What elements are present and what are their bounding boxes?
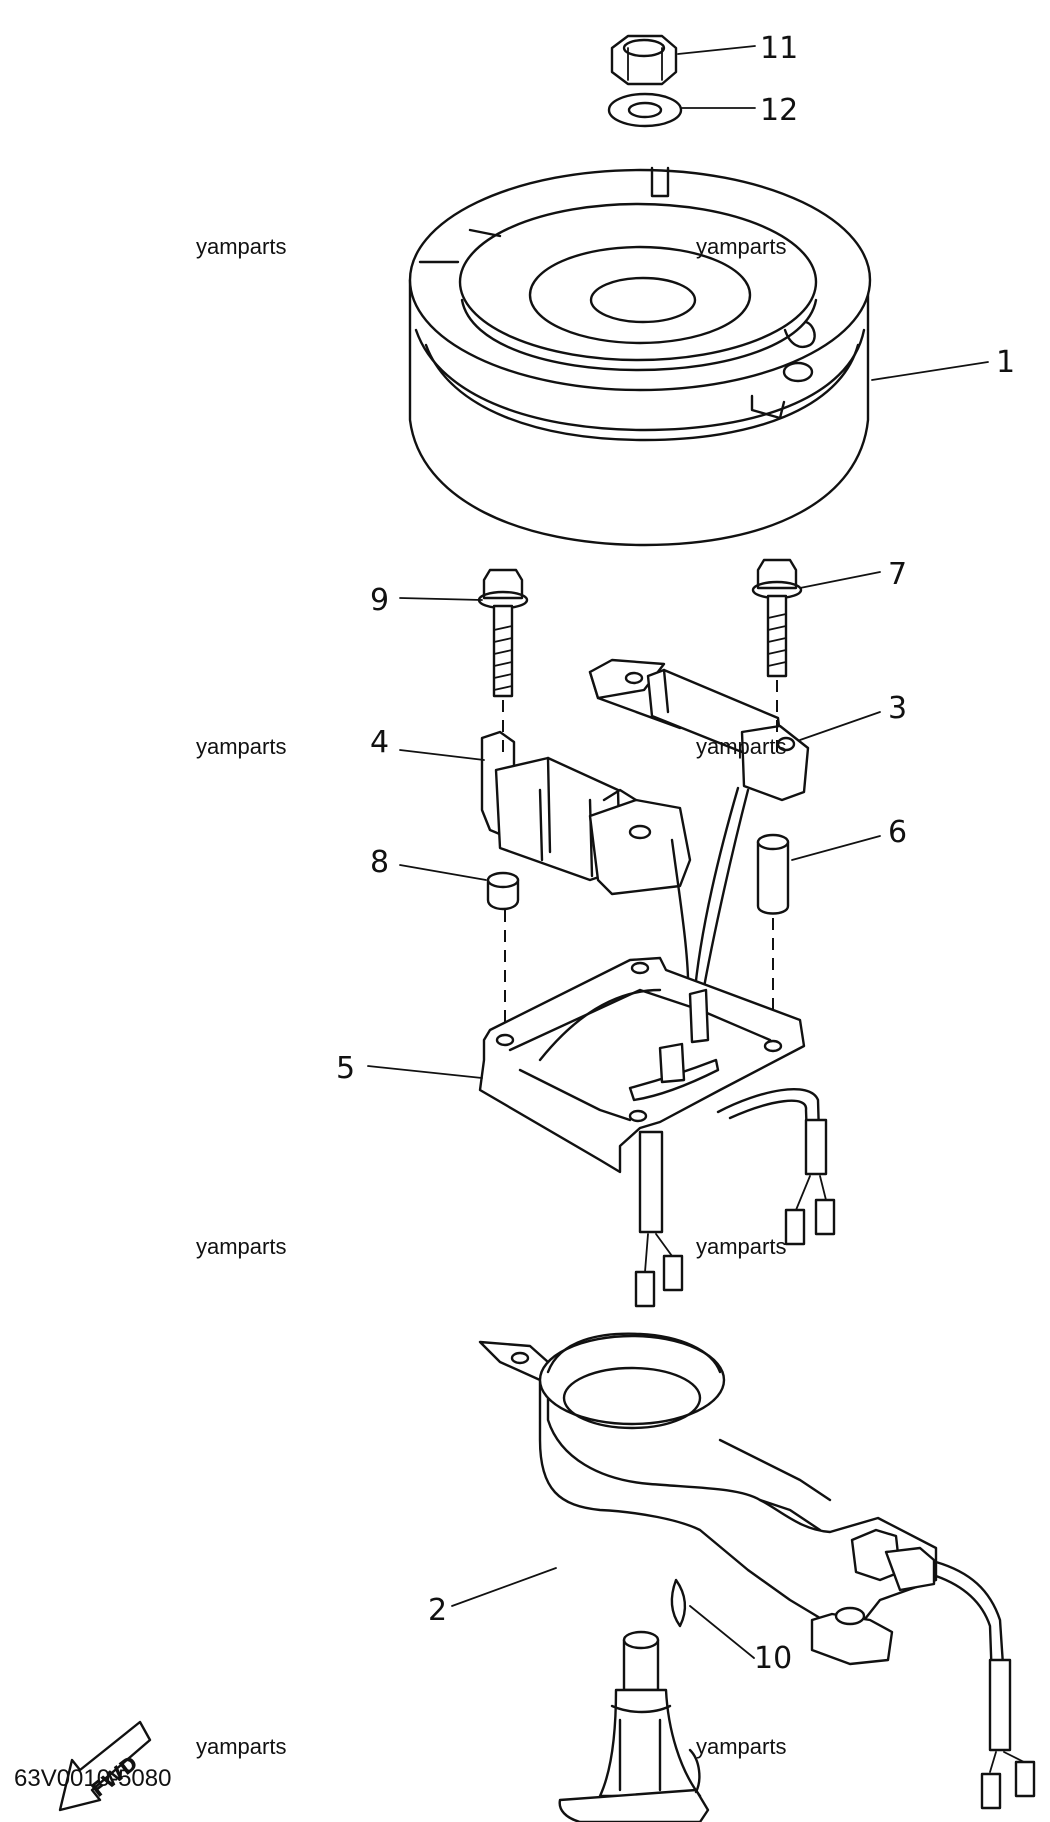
leader-5 [367,1065,483,1079]
callout-9: 9 [370,583,389,618]
part-5-base-plate [478,956,806,1174]
watermark-7: yamparts [196,1734,286,1759]
watermark-5: yamparts [196,1234,286,1259]
part-6-collar [756,833,790,915]
part-7-bolt [751,558,803,678]
watermark-1: yamparts [196,234,286,259]
part-9-bolt [477,568,529,698]
callout-3: 3 [888,691,907,726]
callout-7: 7 [888,557,907,592]
leader-2 [451,1567,557,1607]
callout-6: 6 [888,815,907,850]
callout-4: 4 [370,725,389,760]
leader-6 [791,835,881,861]
part-8-collar [486,871,520,911]
part-10-key [670,1578,687,1628]
leader-7 [799,571,881,589]
coil-wire-c [698,788,750,1012]
part-12-washer [607,92,683,128]
base-wire-harness-right [716,1088,836,1246]
leader-10 [689,1605,755,1659]
part-2-bracket [478,1332,1036,1810]
watermark-8: yamparts [696,1734,786,1759]
leader-1 [871,361,989,381]
coil-wire-b [692,786,740,1002]
part-1-flywheel [408,166,872,547]
part-11-nut [610,34,678,86]
drawing-code: 63V0010-5080 [14,1765,171,1792]
watermark-3: yamparts [196,734,286,759]
watermark-6: yamparts [696,1234,786,1259]
part-4-coil [480,730,692,896]
base-wire-harness-left [634,1130,684,1308]
leader-3 [799,711,881,741]
callout-8: 8 [370,845,389,880]
callout-5: 5 [336,1051,355,1086]
leader-11 [677,45,756,55]
callout-11: 11 [760,31,798,66]
callout-2: 2 [428,1593,447,1628]
watermark-4: yamparts [696,734,786,759]
leader-4 [399,749,485,761]
callout-1: 1 [996,345,1015,380]
callout-10: 10 [754,1641,792,1676]
crankshaft-reference [558,1630,710,1822]
leader-8 [399,864,487,881]
callout-12: 12 [760,93,798,128]
watermark-2: yamparts [696,234,786,259]
part-3-coil [588,658,810,802]
leader-9 [399,597,483,601]
